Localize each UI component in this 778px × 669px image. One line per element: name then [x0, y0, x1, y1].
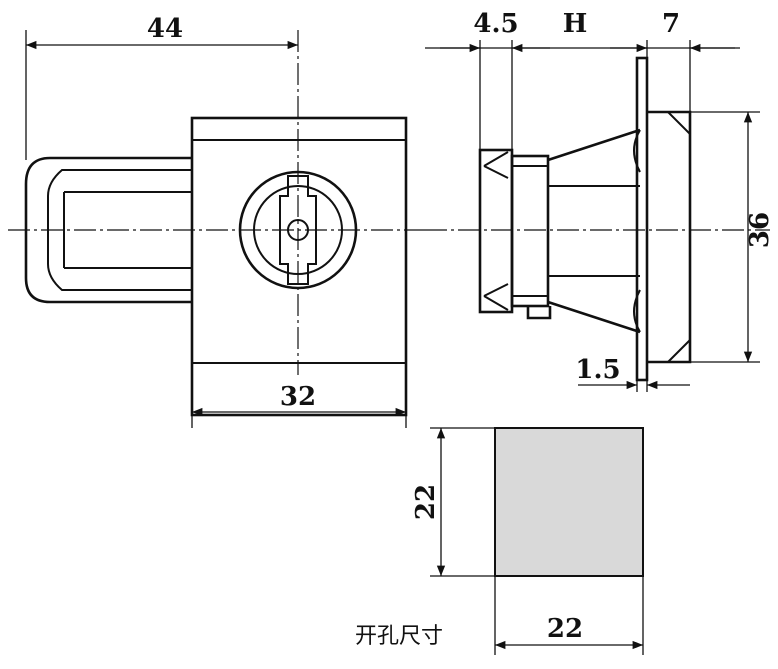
side-barrel-clip [526, 306, 552, 320]
dim-H-label: H [563, 9, 588, 39]
dim-44-label: 44 [147, 14, 183, 44]
side-panel-plate [635, 56, 649, 382]
lock-keyway [279, 175, 317, 285]
front-view: 44 32 [8, 14, 425, 428]
dim-cutout-height-label: 22 [411, 484, 441, 520]
side-view: 4.5 H 7 36 1.5 [425, 9, 775, 392]
side-rear-chamfer [667, 111, 691, 363]
side-front-flange [478, 148, 514, 314]
dim-7-label: 7 [662, 9, 680, 39]
front-body [190, 116, 408, 417]
cutout-view: 22 22 开孔尺寸 [355, 427, 644, 655]
front-bolt-outline [24, 156, 192, 304]
front-bolt-inner [47, 169, 192, 291]
lock-cylinder-ring [253, 185, 343, 275]
dim-4.5-label: 4.5 [473, 9, 518, 39]
lock-keyhole [287, 219, 309, 241]
dim-36-label: 36 [745, 212, 775, 248]
cutout-square [494, 427, 644, 577]
cutout-caption: 开孔尺寸 [355, 624, 443, 649]
side-rear-housing [647, 110, 692, 364]
side-barrel [510, 154, 550, 308]
lock-cylinder-outer [238, 170, 358, 290]
dim-32-label: 32 [280, 382, 316, 412]
side-flange-chamfer-bottom [483, 283, 509, 311]
side-tapered-body [547, 128, 641, 334]
dim-cutout-width-label: 22 [547, 614, 583, 644]
side-flange-chamfer-top [483, 151, 509, 179]
dim-1.5-label: 1.5 [575, 355, 620, 385]
